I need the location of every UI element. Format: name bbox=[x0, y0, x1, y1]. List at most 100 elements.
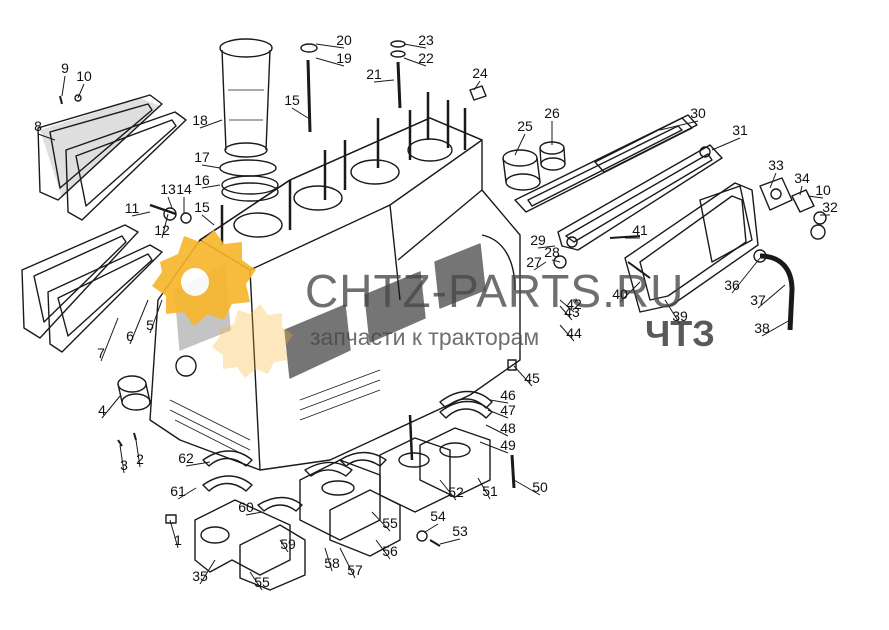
leader-line bbox=[161, 213, 169, 239]
leader-line bbox=[487, 409, 509, 419]
part-callout-36: 36 bbox=[724, 277, 740, 293]
leader-line bbox=[201, 164, 221, 169]
part-callout-45: 45 bbox=[524, 370, 540, 386]
gasket-plate bbox=[514, 114, 698, 213]
leader-line bbox=[403, 43, 427, 49]
part-callout-26: 26 bbox=[544, 105, 560, 121]
part-callout-62: 62 bbox=[178, 450, 194, 466]
part-callout-54: 54 bbox=[430, 508, 446, 524]
part-callout-1: 1 bbox=[174, 532, 182, 548]
part-callout-10: 10 bbox=[815, 182, 831, 198]
leader-line bbox=[324, 547, 333, 572]
part-callout-7: 7 bbox=[97, 345, 105, 361]
part-callout-25: 25 bbox=[517, 118, 533, 134]
part-callout-18: 18 bbox=[192, 112, 208, 128]
side-cover-lower bbox=[21, 224, 163, 353]
part-callout-52: 52 bbox=[448, 484, 464, 500]
leader-line bbox=[279, 539, 289, 553]
part-callout-58: 58 bbox=[324, 555, 340, 571]
leader-line bbox=[167, 196, 173, 209]
leader-line bbox=[61, 75, 66, 97]
seal-ring bbox=[219, 159, 277, 177]
gear-logo-icon bbox=[152, 230, 293, 378]
part-callout-57: 57 bbox=[347, 562, 363, 578]
part-callout-50: 50 bbox=[532, 479, 548, 495]
part-callout-11: 11 bbox=[124, 200, 140, 216]
part-callout-30: 30 bbox=[690, 105, 706, 121]
leader-line bbox=[807, 195, 824, 199]
leader-line bbox=[533, 261, 547, 271]
part-callout-41: 41 bbox=[632, 222, 648, 238]
leader-line bbox=[149, 299, 163, 334]
leader-line bbox=[403, 57, 427, 67]
part-callout-2: 2 bbox=[136, 451, 144, 467]
part-callout-20: 20 bbox=[336, 32, 352, 48]
bearing-cap bbox=[419, 427, 491, 498]
pan-gasket bbox=[624, 182, 759, 313]
part-callout-29: 29 bbox=[530, 232, 546, 248]
leader-line bbox=[245, 511, 263, 516]
leader-line bbox=[439, 538, 461, 545]
part-callout-38: 38 bbox=[754, 320, 770, 336]
side-cover-right bbox=[557, 144, 723, 251]
part-callout-31: 31 bbox=[732, 122, 748, 138]
part-callout-9: 9 bbox=[61, 60, 69, 76]
part-callout-33: 33 bbox=[768, 157, 784, 173]
leader-line bbox=[339, 547, 356, 579]
leader-line bbox=[201, 184, 221, 189]
part-callout-60: 60 bbox=[238, 499, 254, 515]
leader-line bbox=[291, 107, 309, 119]
part-callout-23: 23 bbox=[418, 32, 434, 48]
leader-line bbox=[371, 511, 391, 532]
part-callout-39: 39 bbox=[672, 308, 688, 324]
leader-line bbox=[119, 444, 125, 474]
part-callout-15: 15 bbox=[284, 92, 300, 108]
bearing-cap bbox=[239, 524, 306, 591]
leader-line bbox=[185, 461, 211, 467]
part-callout-55: 55 bbox=[254, 574, 270, 590]
part-callout-19: 19 bbox=[336, 50, 352, 66]
part-callout-10: 10 bbox=[76, 68, 92, 84]
part-callout-37: 37 bbox=[750, 292, 766, 308]
part-callout-27: 27 bbox=[526, 254, 542, 270]
part-callout-46: 46 bbox=[500, 387, 516, 403]
part-callout-34: 34 bbox=[794, 170, 810, 186]
leader-line bbox=[177, 487, 197, 500]
part-callout-32: 32 bbox=[822, 199, 838, 215]
leader-line bbox=[559, 299, 575, 313]
part-callout-21: 21 bbox=[366, 66, 382, 82]
part-callout-4: 4 bbox=[98, 402, 106, 418]
part-callout-47: 47 bbox=[500, 402, 516, 418]
part-callout-3: 3 bbox=[120, 457, 128, 473]
watermark-brand: CHTZ-PARTS.RU bbox=[305, 265, 685, 317]
part-callout-24: 24 bbox=[472, 65, 488, 81]
leader-line bbox=[199, 119, 223, 129]
leader-line bbox=[513, 365, 533, 387]
bushing bbox=[502, 141, 566, 191]
leader-line bbox=[479, 441, 509, 454]
leader-line bbox=[100, 317, 119, 362]
part-callout-59: 59 bbox=[280, 536, 296, 552]
leader-line bbox=[77, 83, 85, 99]
leader-line bbox=[315, 57, 345, 67]
leader-line bbox=[537, 245, 556, 249]
part-callout-13: 13 bbox=[160, 181, 176, 197]
leader-line bbox=[37, 133, 56, 141]
part-callout-35: 35 bbox=[192, 568, 208, 584]
leader-line bbox=[477, 477, 491, 500]
part-callout-42: 42 bbox=[566, 296, 582, 312]
leader-line bbox=[659, 120, 699, 131]
leader-line bbox=[201, 214, 215, 226]
part-callout-44: 44 bbox=[566, 325, 582, 341]
part-callout-17: 17 bbox=[194, 149, 210, 165]
leader-line bbox=[799, 185, 803, 196]
part-callout-40: 40 bbox=[612, 286, 628, 302]
part-callout-53: 53 bbox=[452, 523, 468, 539]
part-callout-15: 15 bbox=[194, 199, 210, 215]
bearing-cap bbox=[194, 499, 291, 576]
leader-line bbox=[757, 284, 786, 309]
bearing-cap bbox=[329, 489, 401, 557]
part-callout-28: 28 bbox=[544, 244, 560, 260]
part-callout-6: 6 bbox=[126, 328, 134, 344]
